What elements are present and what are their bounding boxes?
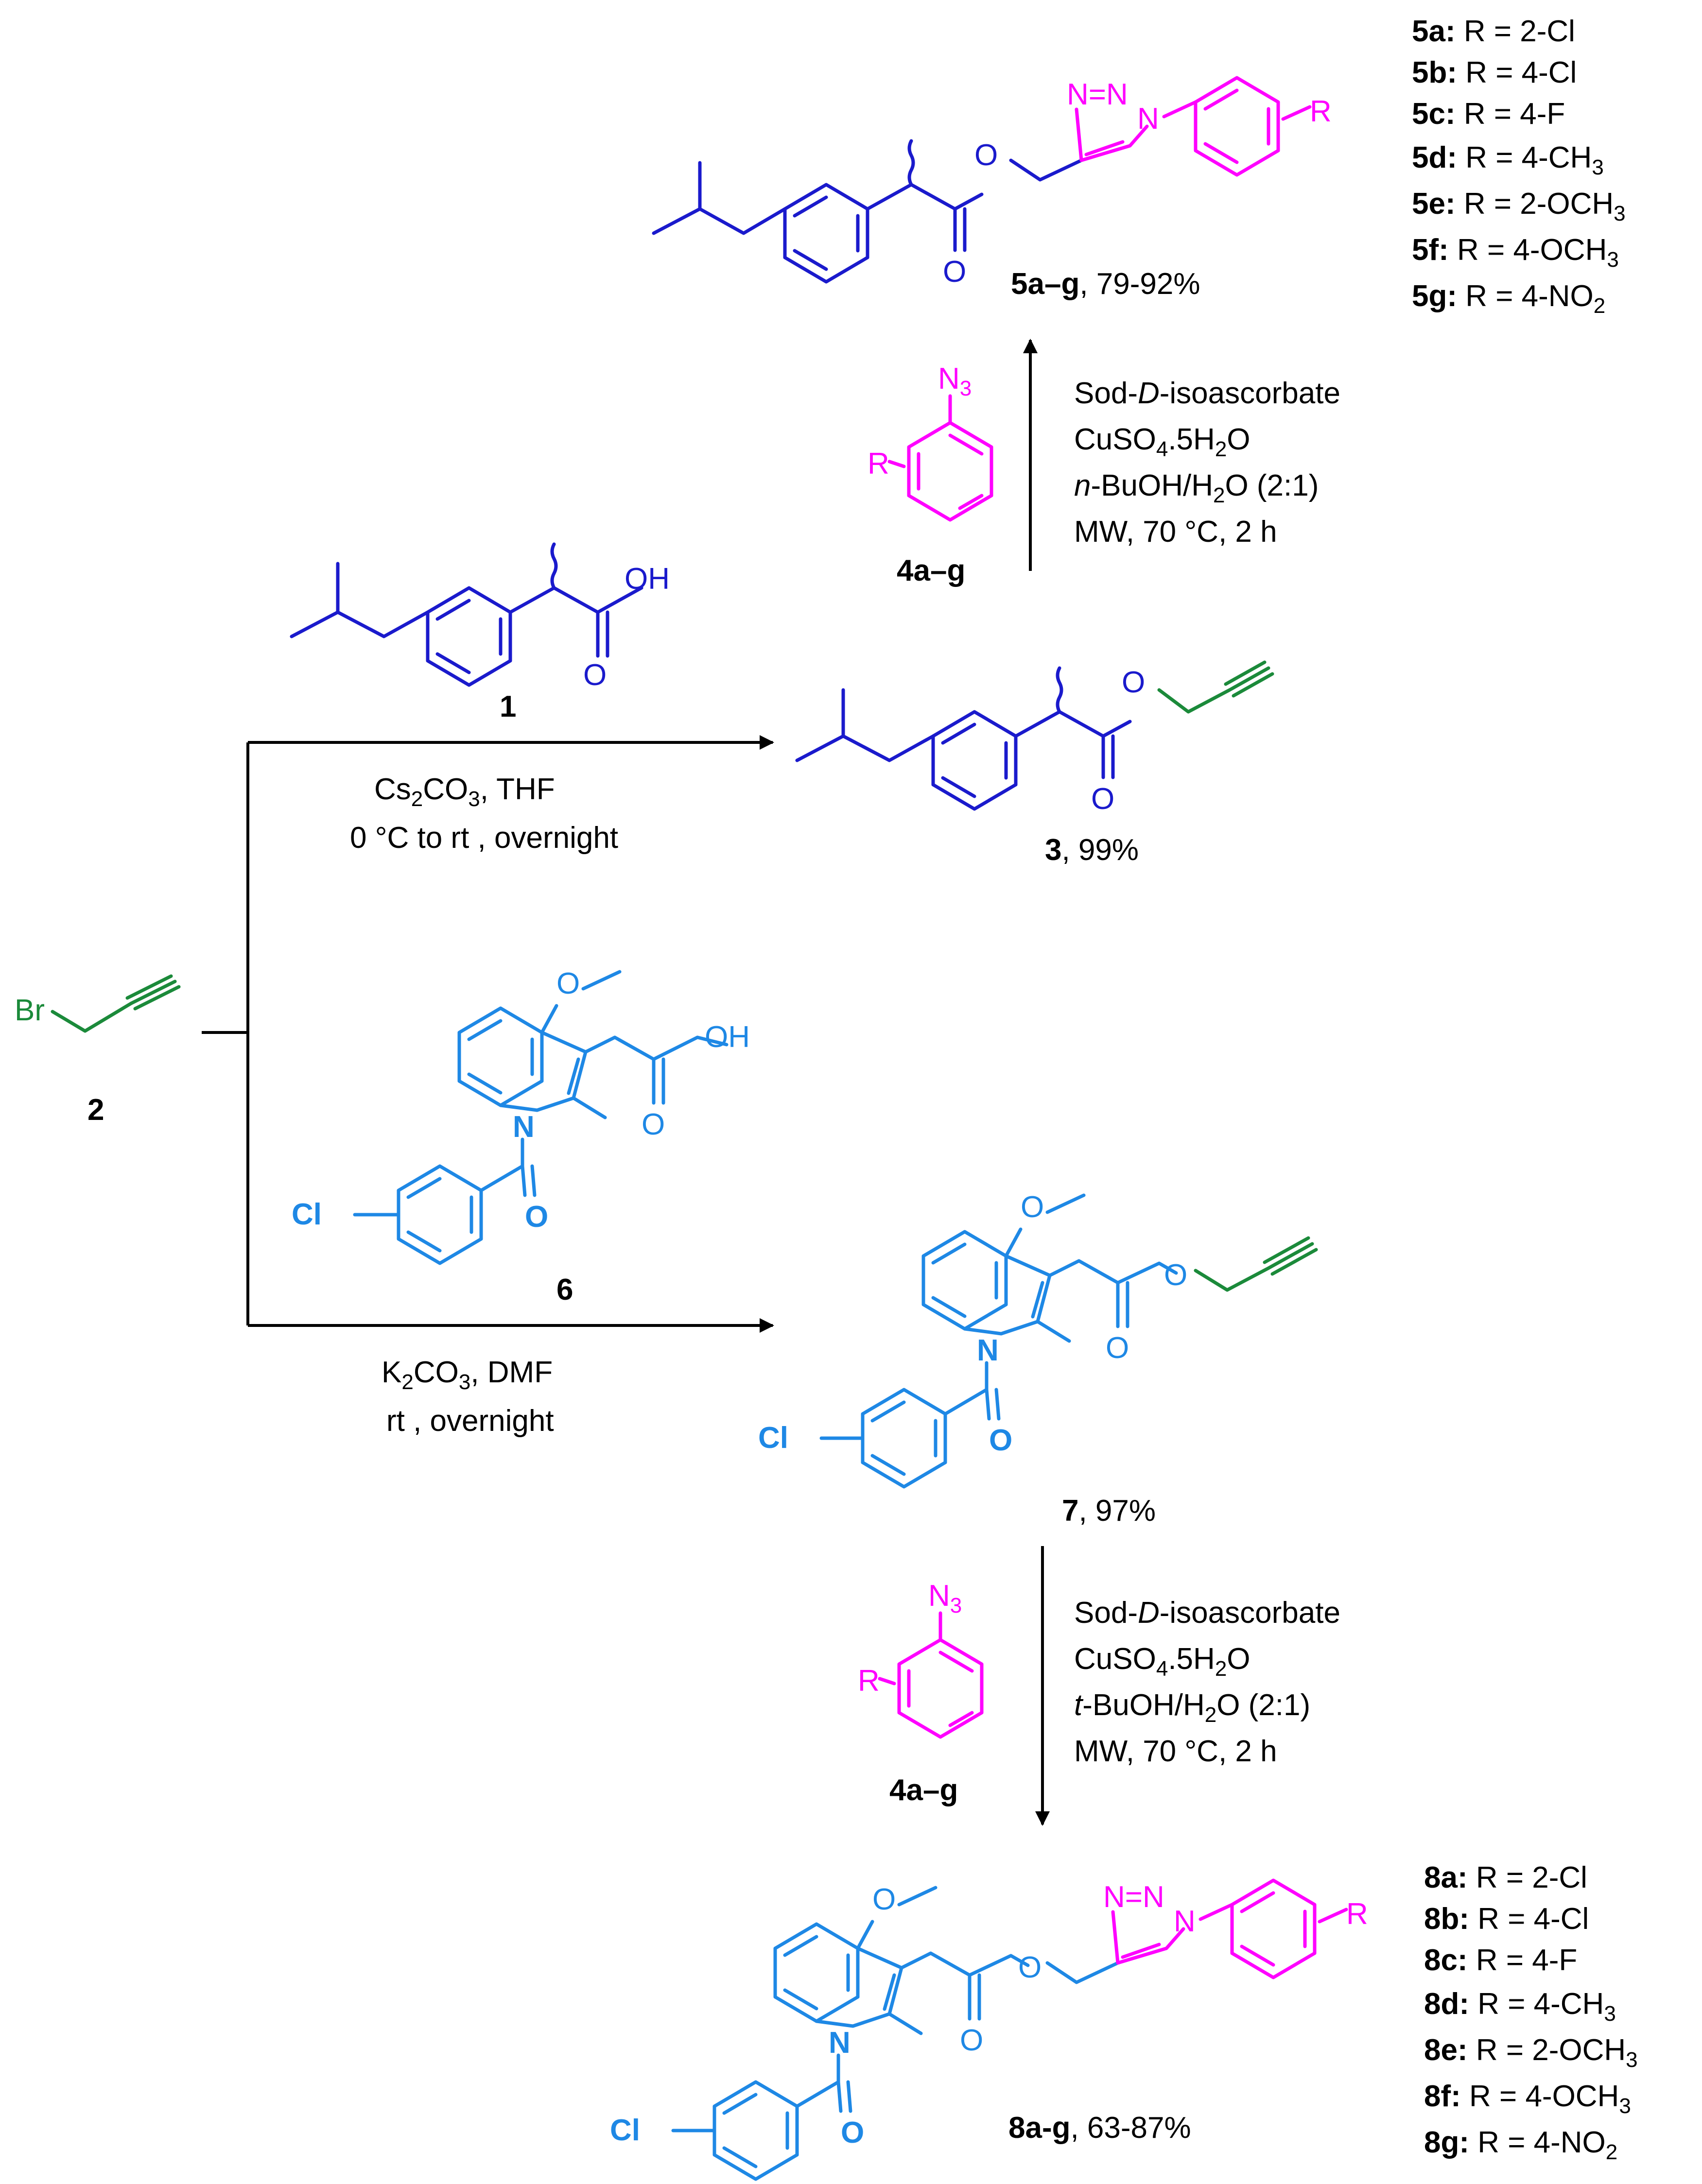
- methoxy-oxygen: O: [1021, 1190, 1044, 1224]
- series8-row: 8e: R = 2-OCH3: [1424, 2033, 1638, 2072]
- r-substituent: R: [858, 1664, 880, 1698]
- compound-6-label: 6: [556, 1273, 573, 1307]
- triazole-ring: [1111, 1910, 1185, 1965]
- compound-8-label: 8a-g, 63-87%: [1008, 2111, 1191, 2145]
- carbonyl-oxygen: O: [1091, 782, 1114, 816]
- compound-5-label: 5a–g, 79-92%: [1011, 267, 1200, 301]
- compound-1: OH O 1: [290, 542, 670, 723]
- triazole-nn: N=N: [1067, 78, 1128, 111]
- ester-oxygen: O: [974, 138, 998, 172]
- series5-row: 5f: R = 4-OCH3: [1412, 233, 1619, 272]
- hydroxyl-group: OH: [625, 562, 670, 596]
- conditions-step-1: Cs2CO3, THF 0 °C to rt , overnight: [350, 773, 618, 855]
- carbonyl-oxygen: O: [960, 2024, 983, 2057]
- click-top-heating: MW, 70 °C, 2 h: [1074, 515, 1277, 549]
- series5-row: 5g: R = 4-NO2: [1412, 279, 1605, 318]
- reaction-arrows: [202, 339, 1050, 1826]
- bromine-atom: Br: [15, 994, 45, 1027]
- carbonyl-oxygen: O: [943, 255, 966, 289]
- compound-1-label: 1: [500, 690, 516, 723]
- azide-group: N3: [928, 1579, 962, 1617]
- compound-6: O OH O N Cl O 6: [292, 967, 750, 1307]
- compound-2-label: 2: [87, 1093, 104, 1127]
- conditions-click-bottom: Sod-D-isoascorbate CuSO4.5H2O t-BuOH/H2O…: [1074, 1596, 1340, 1768]
- methoxy-oxygen: O: [556, 967, 580, 1000]
- chlorine-atom: Cl: [758, 1421, 788, 1455]
- series8-row: 8a: R = 2-Cl: [1424, 1861, 1587, 1894]
- series-8-list: 8a: R = 2-Cl 8b: R = 4-Cl 8c: R = 4-F 8d…: [1424, 1861, 1638, 2164]
- series-5-list: 5a: R = 2-Cl 5b: R = 4-Cl 5c: R = 4-F 5d…: [1412, 15, 1626, 318]
- ester-oxygen: O: [1122, 666, 1145, 699]
- compound-8: O O O N=N N R N Cl O 8a-g, 63-87%: [610, 1878, 1368, 2181]
- benzoyl-oxygen: O: [841, 2116, 864, 2150]
- click-bottom-reductant: Sod-D-isoascorbate: [1074, 1596, 1340, 1630]
- series8-row: 8b: R = 4-Cl: [1424, 1902, 1589, 1936]
- conditions-click-top: Sod-D-isoascorbate CuSO4.5H2O n-BuOH/H2O…: [1074, 377, 1340, 549]
- step2-temperature: rt , overnight: [386, 1404, 554, 1438]
- click-bottom-solvent: t-BuOH/H2O (2:1): [1074, 1688, 1310, 1727]
- carbonyl-oxygen: O: [1106, 1331, 1129, 1365]
- series5-row: 5b: R = 4-Cl: [1412, 56, 1577, 89]
- series8-row: 8g: R = 4-NO2: [1424, 2126, 1617, 2164]
- compound-7: O O O N Cl O 7, 97%: [758, 1190, 1318, 1528]
- r-substituent: R: [1346, 1897, 1368, 1931]
- triazole-nn: N=N: [1103, 1880, 1164, 1914]
- ester-oxygen: O: [1018, 1951, 1042, 1984]
- compound-3: O O 3, 99%: [795, 660, 1274, 867]
- series5-row: 5e: R = 2-OCH3: [1412, 187, 1626, 225]
- propargyl-bonds: [51, 980, 177, 1033]
- azide-group: N3: [938, 362, 972, 400]
- series5-row: 5a: R = 2-Cl: [1412, 15, 1575, 48]
- carbonyl-oxygen: O: [583, 658, 607, 692]
- click-top-catalyst: CuSO4.5H2O: [1074, 423, 1250, 461]
- compound-4-bottom-label: 4a–g: [889, 1773, 958, 1807]
- click-top-reductant: Sod-D-isoascorbate: [1074, 377, 1340, 410]
- azide-4-top: N3 R 4a–g: [868, 362, 993, 587]
- azide-4-bottom: N3 R 4a–g: [858, 1579, 984, 1807]
- series8-row: 8f: R = 4-OCH3: [1424, 2080, 1631, 2118]
- hydroxyl-group: OH: [705, 1020, 750, 1054]
- r-substituent: R: [868, 447, 889, 481]
- step1-temperature: 0 °C to rt , overnight: [350, 821, 618, 855]
- carbonyl-oxygen: O: [642, 1108, 665, 1141]
- chlorine-atom: Cl: [610, 2114, 640, 2147]
- conditions-step-2: K2CO3, DMF rt , overnight: [382, 1356, 554, 1438]
- step1-reagent: Cs2CO3, THF: [374, 773, 555, 811]
- compound-7-label: 7, 97%: [1062, 1494, 1156, 1528]
- series5-row: 5d: R = 4-CH3: [1412, 141, 1604, 179]
- methoxy-oxygen: O: [872, 1883, 896, 1916]
- click-bottom-catalyst: CuSO4.5H2O: [1074, 1642, 1250, 1681]
- series8-row: 8c: R = 4-F: [1424, 1943, 1577, 1977]
- triazole-n1: N: [1174, 1905, 1196, 1938]
- click-top-solvent: n-BuOH/H2O (2:1): [1074, 469, 1319, 507]
- compound-4-top-label: 4a–g: [897, 554, 965, 587]
- triazole-ring: [1075, 107, 1149, 162]
- compound-5: O O N=N N R 5a–g, 79-92%: [652, 76, 1332, 301]
- compound-3-label: 3, 99%: [1045, 833, 1139, 867]
- benzoyl-oxygen: O: [989, 1424, 1012, 1457]
- triazole-n1: N: [1137, 102, 1159, 136]
- series8-row: 8d: R = 4-CH3: [1424, 1987, 1616, 2026]
- compound-2: Br 2: [15, 974, 181, 1127]
- ester-oxygen: O: [1164, 1258, 1187, 1292]
- chlorine-atom: Cl: [292, 1198, 322, 1231]
- step2-reagent: K2CO3, DMF: [382, 1356, 553, 1394]
- benzoyl-oxygen: O: [525, 1200, 548, 1234]
- r-substituent: R: [1310, 95, 1332, 128]
- series5-row: 5c: R = 4-F: [1412, 97, 1565, 131]
- click-bottom-heating: MW, 70 °C, 2 h: [1074, 1735, 1277, 1768]
